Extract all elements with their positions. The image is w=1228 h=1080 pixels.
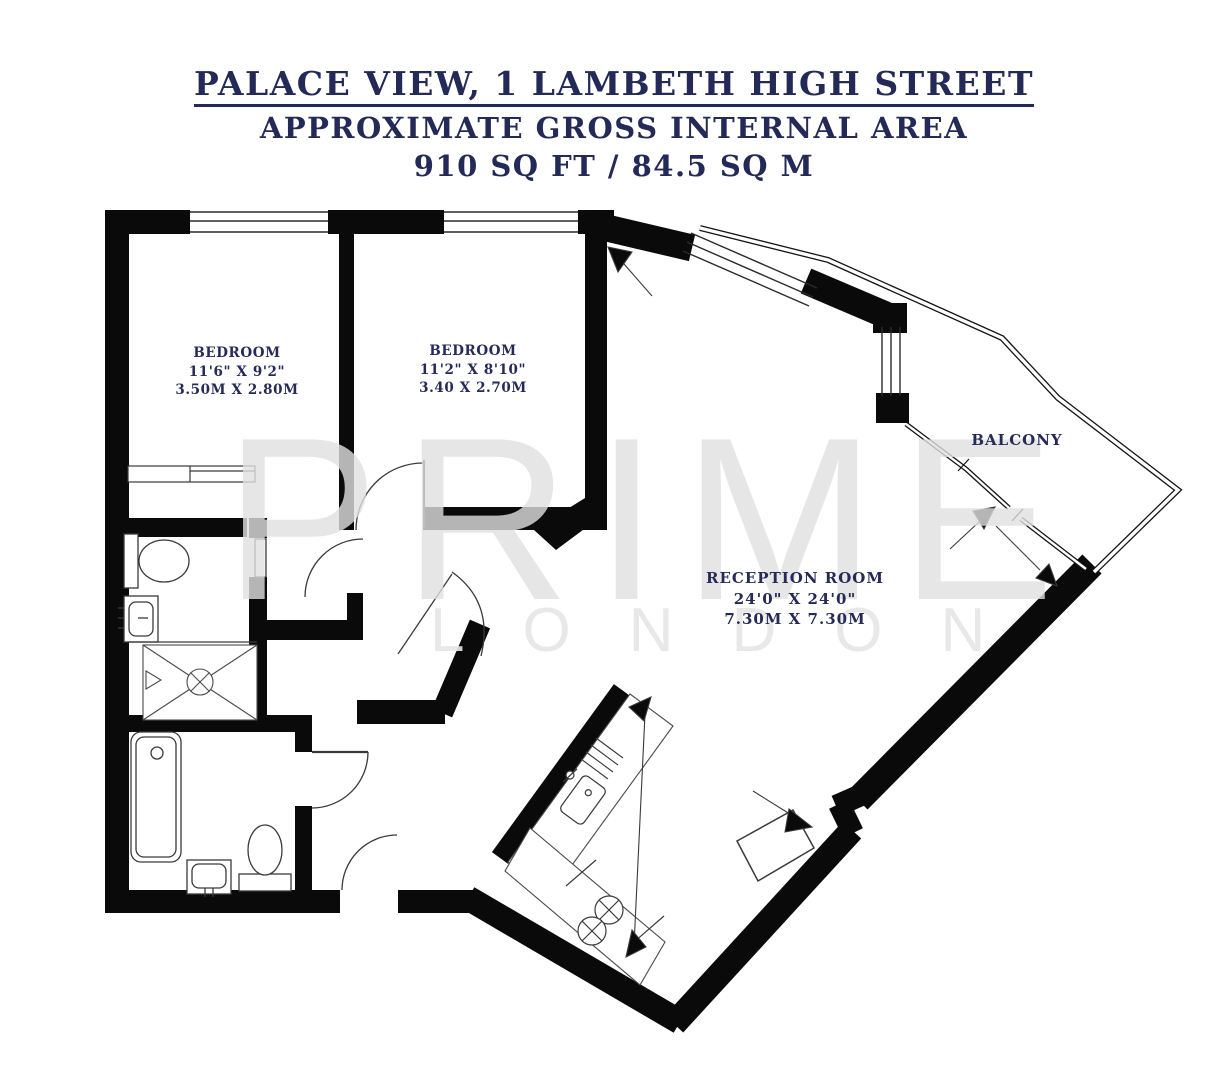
drainer-icon [580,737,624,780]
room-name: BALCONY [971,431,1063,449]
plan-title: PALACE VIEW, 1 LAMBETH HIGH STREET [193,64,1035,107]
room-dimensions-imperial: 11'2" X 8'10" [419,361,527,378]
door-leaf [397,573,453,655]
plan-subtitle: APPROXIMATE GROSS INTERNAL AREA [259,111,969,145]
dimension-arrows [607,246,1058,959]
shower-icon [142,644,258,721]
wardrobe-icon [127,465,256,483]
bedroom2-label: BEDROOM 11'2" X 8'10" 3.40 X 2.70M [419,342,527,398]
arrow-icon [1035,562,1058,587]
title-block: PALACE VIEW, 1 LAMBETH HIGH STREET APPRO… [0,64,1228,183]
room-name: BEDROOM [429,343,517,359]
windows [190,211,901,396]
toilet-icon [238,824,292,892]
room-name: RECEPTION ROOM [706,569,884,587]
entrance-door-arc [341,834,398,891]
plan-area: 910 SQ FT / 84.5 SQ M [413,149,815,183]
arrow-icon [628,696,652,723]
door-leaf [254,538,267,578]
room-dimensions-metric: 3.50M X 2.80M [175,382,299,399]
toilet-icon [123,533,190,589]
door-arc [451,571,485,657]
room-dimensions-imperial: 24'0" X 24'0" [733,589,857,608]
hob-icon [565,859,665,946]
balcony-outer-edge [699,225,1183,575]
arrow-icon [607,246,633,274]
walls [105,210,909,913]
balcony-label: BALCONY [971,430,1062,451]
kitchen-sink-icon [560,768,606,825]
door-arc [355,462,424,531]
bedroom1-label: BEDROOM 11'6" X 9'2" 3.50M X 2.80M [175,344,298,400]
door-arc [304,538,364,598]
bathtub-icon [130,731,182,863]
reception-label: RECEPTION ROOM 24'0" X 24'0" 7.30M X 7.3… [706,568,884,630]
balcony-railing [904,422,1088,571]
room-dimensions-metric: 7.30M X 7.30M [724,610,866,629]
arrow-icon [784,808,814,833]
room-dimensions-imperial: 11'6" X 9'2" [188,363,286,380]
door-arc [311,751,369,809]
room-name: BEDROOM [193,345,281,361]
arrow-icon [625,928,647,959]
arrow-icon [972,506,996,531]
walls-diagonal [431,210,1102,1033]
sink-icon [118,595,159,643]
sink-icon [186,859,232,897]
room-dimensions-metric: 3.40 X 2.70M [419,380,527,397]
